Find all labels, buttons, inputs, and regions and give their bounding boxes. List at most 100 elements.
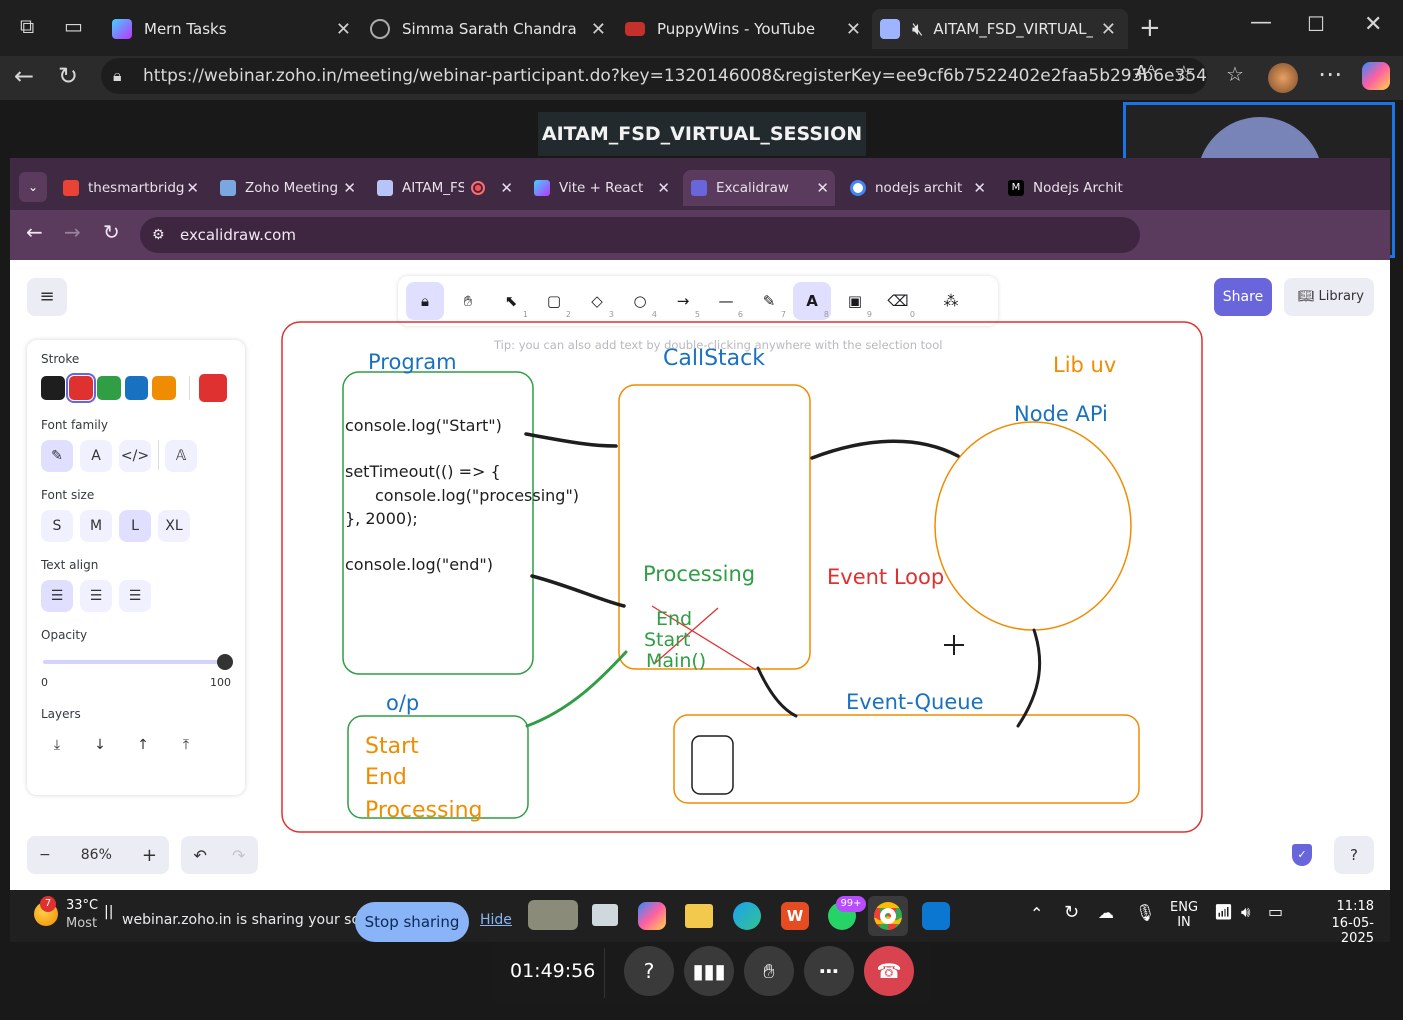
wifi-icon[interactable]: 📶︎ (1214, 903, 1234, 921)
show-hidden-icons-icon[interactable]: ⌃ (1030, 904, 1044, 923)
workspaces-icon[interactable]: ⧉ (20, 14, 35, 38)
line-tool-button[interactable]: —6 (718, 292, 744, 319)
browser-tab-mern-tasks[interactable]: Mern Tasks ✕ (112, 9, 355, 49)
sync-icon[interactable]: ↻ (1064, 902, 1080, 923)
inner-address-bar[interactable]: ⚙︎ excalidraw.com (140, 217, 1140, 253)
stroke-swatch-green[interactable] (96, 376, 121, 400)
address-bar[interactable]: 🔒︎ https://webinar.zoho.in/meeting/webin… (101, 58, 1207, 94)
stroke-swatch-blue[interactable] (124, 376, 149, 400)
poll-button[interactable]: ▮▮▮ (684, 946, 734, 996)
eraser-tool-button[interactable]: ⌫0 (887, 292, 915, 319)
output-line[interactable]: Start (365, 734, 419, 759)
end-to-callstack-line[interactable] (530, 574, 626, 608)
start-to-callstack-line[interactable] (524, 432, 618, 448)
clock[interactable]: 11:18 16-05-2025 (1331, 899, 1374, 946)
more-button[interactable]: ⋯ (804, 946, 854, 996)
code-line[interactable]: console.log("end") (345, 555, 493, 574)
chrome-icon[interactable] (874, 902, 902, 930)
inner-tab-nodejs-google[interactable]: nodejs archite✕ (842, 170, 992, 206)
callstack-item[interactable]: Start (644, 629, 691, 651)
main-menu-button[interactable]: ≡ (27, 278, 67, 316)
align-right-button[interactable]: ☰ (119, 580, 151, 612)
zoom-level[interactable]: 86% (80, 847, 112, 863)
help-button[interactable]: ? (1334, 836, 1374, 874)
edge-icon[interactable] (733, 902, 761, 930)
add-favorite-icon[interactable]: ☆ (1174, 62, 1194, 87)
task-view-icon[interactable] (592, 904, 618, 926)
inner-tab-zoho-meeting[interactable]: Zoho Meeting✕ (212, 170, 362, 206)
event-queue-box[interactable] (673, 714, 1140, 804)
bring-forward-button[interactable]: ↑ (127, 729, 159, 761)
cloud-error-icon[interactable]: ☁︎ (1098, 903, 1114, 922)
callstack-box[interactable] (618, 384, 811, 670)
vscode-icon[interactable] (922, 902, 950, 930)
ellipse-tool-button[interactable]: ○4 (633, 292, 657, 319)
inner-tab-aitam[interactable]: AITAM_FS ✕ (369, 170, 519, 206)
inner-tab-nodejs-medium[interactable]: M Nodejs Archit (1000, 170, 1130, 206)
raise-hand-button[interactable]: ✋︎ (744, 946, 794, 996)
align-left-button[interactable]: ☰ (41, 580, 73, 612)
close-icon[interactable]: ✕ (186, 179, 199, 197)
maximize-icon[interactable]: ☐ (1307, 12, 1325, 36)
font-size-l[interactable]: L (119, 510, 151, 542)
node-api-circle[interactable] (934, 421, 1132, 631)
copilot-taskbar-icon[interactable] (638, 902, 666, 930)
callstack-item[interactable]: Main() (646, 650, 707, 672)
font-normal-button[interactable]: A (80, 440, 112, 472)
tab-actions-icon[interactable]: ▭ (64, 14, 83, 38)
back-icon[interactable]: ← (14, 62, 35, 90)
event-queue-label[interactable]: Event-Queue (846, 690, 984, 714)
callstack-to-nodeapi-line[interactable] (810, 439, 960, 460)
battery-icon[interactable]: ▭ (1268, 902, 1284, 921)
more-menu-icon[interactable]: ⋯ (1318, 60, 1342, 88)
output-line[interactable]: Processing (365, 798, 483, 823)
align-center-button[interactable]: ☰ (80, 580, 112, 612)
profile-avatar[interactable] (1268, 63, 1298, 93)
language-indicator[interactable]: ENG IN (1170, 900, 1199, 930)
draw-tool-button[interactable]: ✎7 (762, 292, 786, 319)
browser-tab-simma[interactable]: Simma Sarath Chandra | Po ✕ (370, 9, 610, 49)
close-icon[interactable]: ✕ (973, 179, 986, 197)
font-size-m[interactable]: M (80, 510, 112, 542)
back-icon[interactable]: ← (26, 220, 43, 244)
libuv-label[interactable]: Lib uv (1053, 353, 1117, 377)
site-info-icon[interactable]: ⚙︎ (152, 227, 165, 243)
window-close-icon[interactable]: ✕ (1364, 12, 1383, 37)
output-line[interactable]: End (365, 765, 407, 790)
reload-icon[interactable]: ↻ (58, 62, 79, 90)
elephant-app-icon[interactable] (528, 900, 578, 930)
code-line[interactable]: setTimeout(() => { (345, 462, 501, 481)
outer-frame-rect[interactable] (281, 321, 1203, 833)
volume-icon[interactable]: 🔊︎ (1241, 903, 1251, 921)
opacity-slider[interactable] (41, 650, 233, 672)
zoom-out-button[interactable]: − (39, 847, 51, 863)
font-code-button[interactable]: </> (119, 440, 151, 472)
inner-tab-smartbridge[interactable]: thesmartbridg✕ (55, 170, 205, 206)
event-loop-label[interactable]: Event Loop (827, 565, 945, 589)
read-aloud-icon[interactable]: A͏ᴬ (1135, 62, 1156, 83)
bring-to-front-button[interactable]: ⤒ (170, 729, 202, 761)
stroke-swatch-orange[interactable] (152, 376, 177, 400)
callstack-item[interactable]: End (656, 608, 693, 630)
send-to-back-button[interactable]: ⤓ (41, 729, 73, 761)
more-tools-button[interactable]: ⁂ (932, 282, 970, 320)
drag-handle-icon[interactable]: || (104, 904, 114, 920)
shield-icon[interactable]: ✓ (1292, 844, 1312, 866)
arrow-tool-button[interactable]: →5 (676, 292, 700, 319)
share-button[interactable]: Share (1214, 278, 1272, 316)
close-icon[interactable]: ✕ (845, 18, 861, 40)
font-size-xl[interactable]: XL (158, 510, 190, 542)
program-box[interactable] (342, 371, 534, 675)
queue-item-rect[interactable] (691, 735, 734, 795)
rectangle-tool-button[interactable]: ▢2 (546, 292, 571, 319)
redo-button[interactable]: ↷ (232, 845, 246, 865)
copilot-icon[interactable] (1362, 62, 1390, 90)
stroke-swatch-black[interactable] (41, 376, 65, 400)
send-backward-button[interactable]: ↓ (84, 729, 116, 761)
close-icon[interactable]: ✕ (657, 179, 670, 197)
output-box[interactable] (347, 715, 529, 819)
lock-tool-button[interactable]: 🔒︎ (406, 282, 444, 320)
close-icon[interactable]: ✕ (343, 179, 356, 197)
